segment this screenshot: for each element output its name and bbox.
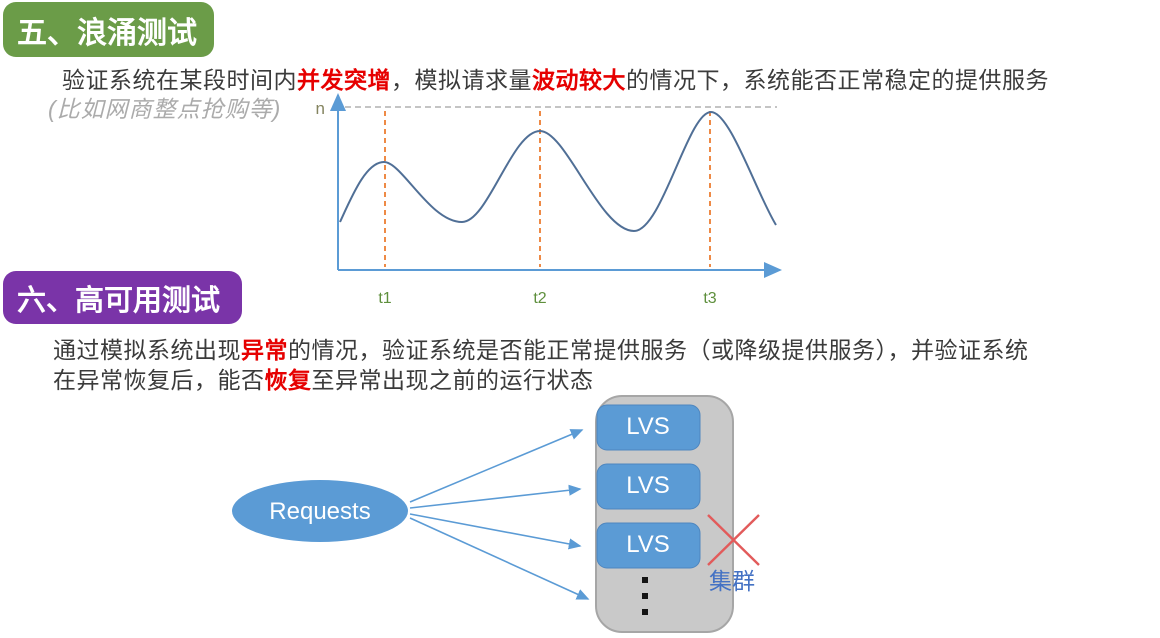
lvs-node-2-label: LVS [626,472,670,499]
request-arrow-3 [409,513,582,550]
highlight-recover: 恢复 [264,367,312,393]
requests-ellipse [232,480,408,542]
ha-description-line2: 在异常恢复后，能否恢复至异常出现之前的运行状态 [53,361,594,395]
ha-section-title: 六、高可用测试 [17,284,221,317]
surge-desc-seg: ，模拟请求量 [391,67,532,93]
cluster-container [595,395,734,633]
request-volume-curve [339,110,777,233]
highlight-concurrent-surge: 并发突增 [297,67,391,93]
surge-description: 验证系统在某段时间内并发突增，模拟请求量波动较大的情况下，系统能否正常稳定的提供… [62,61,1049,95]
lvs-node-1 [596,404,701,451]
request-arrow-2 [409,484,582,509]
y-axis-label: n [316,99,325,118]
ha-description-line1: 通过模拟系统出现异常的情况，验证系统是否能正常提供服务（或降级提供服务），并验证… [53,331,1029,365]
ha-section-badge: 六、高可用测试 [3,271,242,324]
surge-desc-seg: 的情况下，系统能否正常稳定的提供服务 [626,67,1049,93]
surge-desc-seg: 验证系统在某段时间内 [62,67,297,93]
lvs-node-2 [596,463,701,510]
highlight-exception: 异常 [241,337,288,363]
x-tick-t3: t3 [703,290,716,307]
ha-cluster-diagram: Requests LVS LVS LVS 集群 [232,395,760,633]
highlight-large-fluctuation: 波动较大 [532,67,626,93]
lvs-node-3-label: LVS [626,531,670,558]
ha-desc-seg: 通过模拟系统出现 [53,337,241,363]
ha-desc-seg: 的情况，验证系统是否能正常提供服务（或降级提供服务），并验证系统 [288,337,1029,363]
more-nodes-ellipsis [642,577,648,615]
surge-section-title: 五、浪涌测试 [17,16,197,50]
cluster-label: 集群 [709,568,755,594]
ha-desc-seg: 至异常出现之前的运行状态 [311,367,594,393]
surge-example-note: (比如网商整点抢购等) [48,96,282,122]
surge-wave-chart: n t1 t2 t3 [316,93,782,307]
requests-label: Requests [269,498,370,525]
lvs-node-3 [596,522,701,569]
request-arrow-4 [409,517,590,600]
x-tick-t2: t2 [533,290,546,307]
failure-x-icon [707,514,760,566]
surge-section-badge: 五、浪涌测试 [3,2,214,57]
ha-desc-seg: 在异常恢复后，能否 [53,367,265,393]
lvs-node-1-label: LVS [626,413,670,440]
x-tick-t1: t1 [378,290,391,307]
request-arrow-1 [409,429,584,503]
